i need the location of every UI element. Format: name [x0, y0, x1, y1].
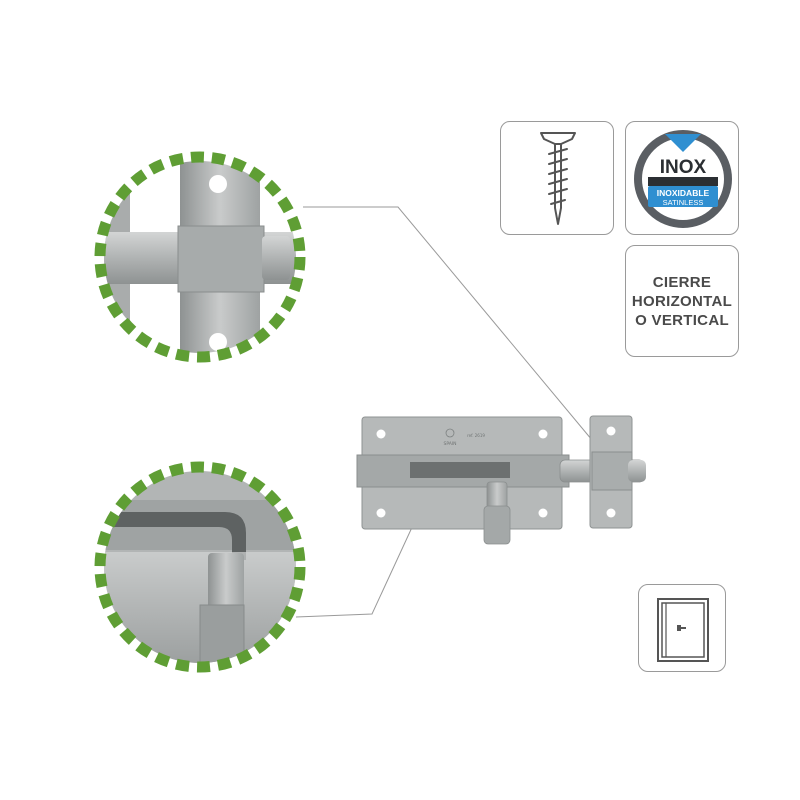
zoom-ring-bottom — [94, 461, 306, 673]
connector-bottom — [295, 509, 421, 618]
closure-line-1: CIERRE — [652, 273, 712, 291]
door-badge — [638, 584, 726, 672]
inox-caption: SATINLESS — [663, 198, 704, 207]
screw-badge — [500, 121, 614, 235]
inox-subtitle: INOXIDABLE — [657, 188, 710, 198]
inox-title: INOX — [660, 157, 707, 178]
zoom-ring-top — [94, 151, 306, 363]
closure-line-3: O VERTICAL — [635, 311, 729, 329]
door-icon — [657, 598, 709, 662]
closure-badge: CIERRE HORIZONTAL O VERTICAL — [625, 245, 739, 357]
screw-icon — [540, 132, 576, 225]
barrel-bolt: SPAIN ref. 2619 — [356, 415, 646, 545]
closure-line-2: HORIZONTAL — [631, 292, 733, 310]
engraving-brand: SPAIN — [443, 441, 456, 447]
connector-lines — [295, 206, 593, 618]
closure-text: CIERRE HORIZONTAL O VERTICAL — [632, 273, 732, 330]
zoom-bottom-detail — [104, 471, 296, 663]
connector-top — [303, 206, 593, 441]
inox-badge: INOX INOXIDABLE SATINLESS — [625, 121, 739, 235]
inox-badge-icon: INOX INOXIDABLE SATINLESS — [634, 130, 732, 228]
engraving-code: ref. 2619 — [467, 433, 485, 438]
